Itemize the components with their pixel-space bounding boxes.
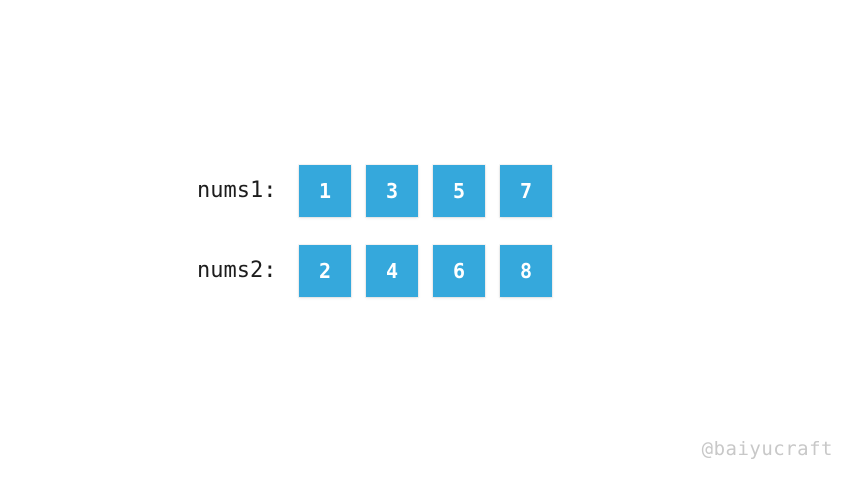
array-cell[interactable]: 8 [500,245,552,297]
array-cell-value: 6 [452,259,466,283]
array-cell[interactable]: 1 [299,165,351,217]
array-label-nums2: nums2: [197,258,277,283]
array-cells-nums1: 1 3 5 7 [299,165,552,217]
array-row-nums2: nums2: 2 4 6 8 [197,245,552,297]
array-cell[interactable]: 2 [299,245,351,297]
array-label-nums1: nums1: [197,178,277,203]
array-cell-value: 1 [318,179,332,203]
array-cell-value: 5 [452,179,466,203]
array-cell[interactable]: 7 [500,165,552,217]
array-cell[interactable]: 6 [433,245,485,297]
array-cells-nums2: 2 4 6 8 [299,245,552,297]
array-cell-value: 4 [385,259,399,283]
array-cell-value: 3 [385,179,399,203]
array-cell-value: 7 [519,179,533,203]
watermark-label: @baiyucraft [701,438,833,460]
array-row-nums1: nums1: 1 3 5 7 [197,165,552,217]
array-cell[interactable]: 4 [366,245,418,297]
array-cell-value: 2 [318,259,332,283]
array-cell[interactable]: 5 [433,165,485,217]
array-cell[interactable]: 3 [366,165,418,217]
array-cell-value: 8 [519,259,533,283]
